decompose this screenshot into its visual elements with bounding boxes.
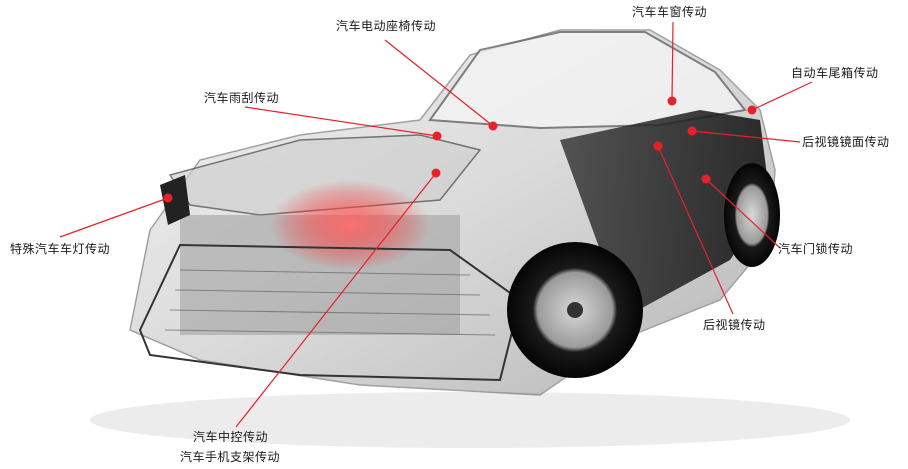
label-headlight: 特殊汽车车灯传动 (10, 242, 111, 256)
console-dot (431, 168, 441, 178)
label-wiper: 汽车雨刮传动 (204, 91, 280, 105)
trunk-dot (747, 105, 757, 115)
seat-dot (488, 121, 498, 131)
label-door-lock: 汽车门锁传动 (778, 242, 854, 256)
door-lock-dot (701, 174, 711, 184)
window-dot (667, 96, 677, 106)
label-trunk: 自动车尾箱传动 (791, 66, 879, 80)
label-mirror: 后视镜传动 (703, 318, 766, 332)
mirror-surface-dot (687, 126, 697, 136)
rear-wheel (724, 163, 780, 267)
label-window: 汽车车窗传动 (632, 5, 708, 19)
label-mirror-surface: 后视镜镜面传动 (802, 135, 890, 149)
headlight-dot (163, 193, 173, 203)
label-console: 汽车中控传动 (193, 430, 269, 444)
wiper-dot (432, 131, 442, 141)
label-seat: 汽车电动座椅传动 (336, 19, 437, 33)
mirror-dot (653, 141, 663, 151)
label-phone-holder: 汽车手机支架传动 (180, 450, 281, 464)
